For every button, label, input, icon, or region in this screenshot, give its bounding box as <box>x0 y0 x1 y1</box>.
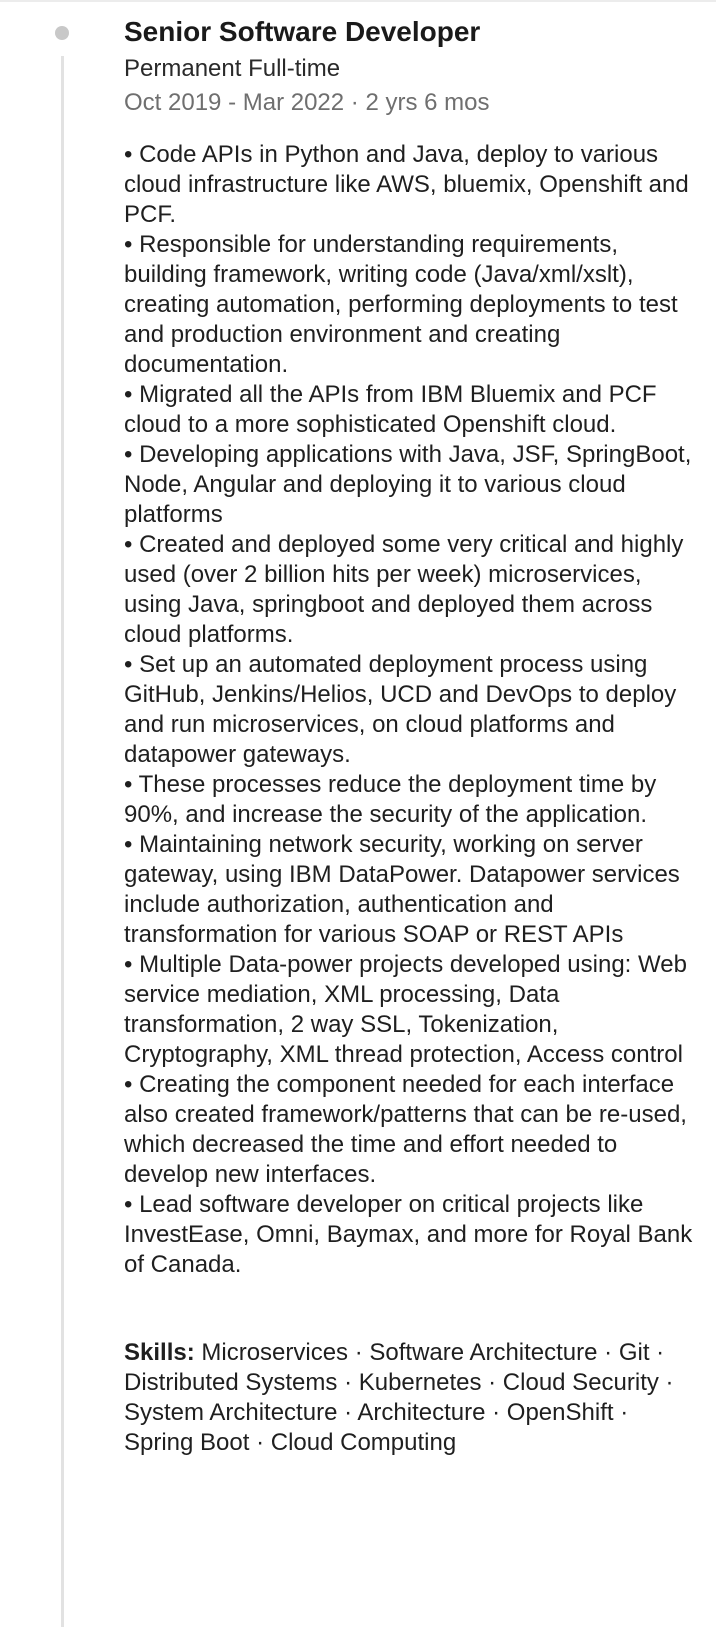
skills-label: Skills: <box>124 1339 195 1366</box>
description-bullet: • Created and deployed some very critica… <box>124 531 684 648</box>
description-bullet: • Multiple Data-power projects developed… <box>124 951 687 1068</box>
skills-list: Skills: Microservices · Software Archite… <box>124 1338 700 1458</box>
description-bullet: • Maintaining network security, working … <box>124 831 680 948</box>
skills-values: Microservices · Software Architecture · … <box>124 1339 674 1456</box>
description-bullet: • Responsible for understanding requirem… <box>124 231 678 378</box>
description-bullet: • Creating the component needed for each… <box>124 1071 687 1188</box>
description-bullet: • Developing applications with Java, JSF… <box>124 441 692 528</box>
job-title: Senior Software Developer <box>124 16 481 47</box>
description-bullet: • Migrated all the APIs from IBM Bluemix… <box>124 381 657 438</box>
description-bullet: • Code APIs in Python and Java, deploy t… <box>124 141 689 228</box>
top-divider <box>0 0 716 2</box>
date-range: Oct 2019 - Mar 2022 · 2 yrs 6 mos <box>124 89 490 116</box>
experience-entry: Senior Software Developer Permanent Full… <box>124 14 700 1458</box>
timeline-line <box>61 56 64 1627</box>
description-bullet: • Set up an automated deployment process… <box>124 651 677 768</box>
description-bullet: • Lead software developer on critical pr… <box>124 1191 693 1278</box>
timeline-dot-icon <box>55 26 69 40</box>
employment-type: Permanent Full-time <box>124 55 341 82</box>
job-description: • Code APIs in Python and Java, deploy t… <box>124 140 700 1280</box>
description-bullet: • These processes reduce the deployment … <box>124 771 657 828</box>
